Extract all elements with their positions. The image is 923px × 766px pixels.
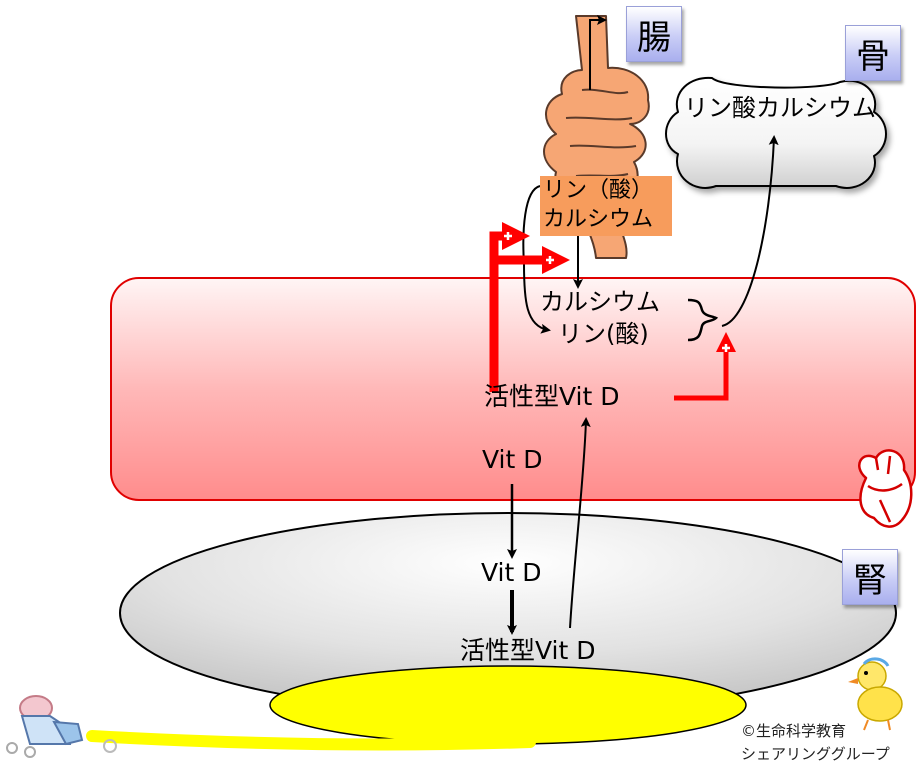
- intestine-icon: [543, 15, 650, 259]
- kidney-label: 腎: [842, 549, 898, 605]
- copyright-notice: ©生命科学教育 シェアリンググループ: [741, 720, 890, 766]
- mineral-brace: [687, 298, 719, 342]
- chick-icon: [848, 657, 903, 731]
- copyright-line1: ©生命科学教育: [741, 722, 847, 740]
- toilet-icon: [6, 695, 117, 758]
- blood-active-vitd-label: 活性型Vit D: [484, 382, 620, 411]
- blood-phosphate-label: リン(酸): [558, 320, 649, 348]
- copyright-line2: シェアリンググループ: [741, 745, 890, 763]
- promote-arrows: [489, 222, 736, 401]
- bone-label: 骨: [845, 25, 901, 81]
- urine-collecting-area: [269, 665, 747, 745]
- kidney-vitd-label: Vit D: [481, 558, 542, 587]
- heart-icon: [858, 449, 913, 528]
- plus-icon: [504, 232, 730, 352]
- blood-calcium-label: カルシウム: [540, 288, 660, 316]
- intestine-lumen-arrow: [589, 15, 607, 90]
- intestine-label: 腸: [626, 6, 682, 62]
- bone-calcium-phosphate: リン酸カルシウム: [684, 94, 876, 122]
- gut-calcium-label: カルシウム: [543, 207, 654, 232]
- blood-to-bone-arrow: [721, 135, 779, 327]
- intestine-mineral-box: リン（酸） カルシウム: [540, 176, 672, 236]
- bone-icon: [665, 76, 887, 189]
- blood-vitd-label: Vit D: [482, 445, 543, 474]
- active-vitd-return-arrow: [569, 417, 591, 629]
- gut-phosphate-label: リン（酸）: [543, 178, 654, 203]
- kidney-active-vitd-label: 活性型Vit D: [460, 636, 596, 665]
- urine-stream: [86, 730, 536, 751]
